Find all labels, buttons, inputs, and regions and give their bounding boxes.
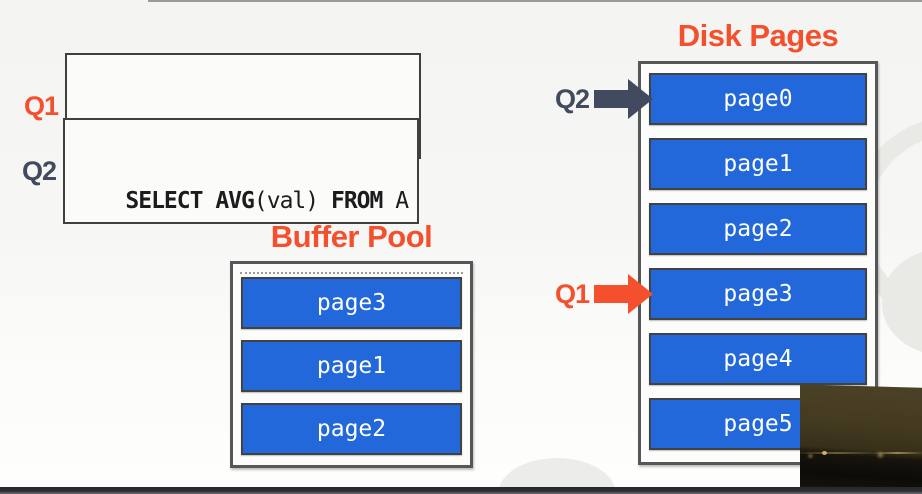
webcam-video-overlay xyxy=(800,384,922,494)
page-label: page1 xyxy=(316,353,387,379)
disk-pages-list: page0 page1 page2 page3 page4 page5 xyxy=(641,64,875,462)
disk-page-box: page2 xyxy=(649,203,867,255)
page-label: page3 xyxy=(316,290,387,316)
page-label: page2 xyxy=(316,416,387,442)
buffer-pool-title: Buffer Pool xyxy=(270,219,433,254)
query-label-q2: Q2 xyxy=(21,155,57,186)
disk-page-box: page0 xyxy=(649,73,867,125)
q1-arrow-to-page3: Q1 xyxy=(552,272,654,316)
sql-text-segment: AVG xyxy=(215,188,255,214)
page-label: page4 xyxy=(723,346,793,372)
sql-text-segment: SELECT xyxy=(125,188,216,214)
buffer-page-box: page3 xyxy=(241,277,462,329)
page-label: page3 xyxy=(723,281,793,307)
slide-top-border xyxy=(148,0,922,2)
query-row-q2: Q2 SELECT AVG(val) FROM A xyxy=(18,118,420,224)
sql-text-segment: A xyxy=(382,188,409,214)
buffer-pool-container: page3 page1 page2 xyxy=(230,261,473,468)
arrow-label-q1: Q1 xyxy=(554,278,590,309)
page-label: page1 xyxy=(723,151,793,177)
right-block-arrow-icon xyxy=(594,274,653,314)
buffer-page-box: page1 xyxy=(241,340,462,392)
page-label: page0 xyxy=(723,86,793,112)
buffer-page-box: page2 xyxy=(241,403,462,455)
query-label-q1: Q1 xyxy=(23,90,59,121)
q2-arrow-to-page0: Q2 xyxy=(552,77,654,121)
arrow-label-q2: Q2 xyxy=(554,83,590,114)
sql-text-segment: FROM xyxy=(330,188,383,214)
page-label: page2 xyxy=(723,216,793,242)
disk-page-box: page1 xyxy=(649,138,867,190)
slide-bottom-border xyxy=(0,487,922,494)
sql-code-box-q2: SELECT AVG(val) FROM A xyxy=(63,118,420,224)
disk-pages-title: Disk Pages xyxy=(677,18,839,53)
page-label: page5 xyxy=(723,411,793,437)
sql-text-segment: (val) xyxy=(253,188,331,214)
right-block-arrow-icon xyxy=(594,79,653,119)
buffer-frame-dashed-slot xyxy=(240,272,463,274)
buffer-pool-frames: page3 page1 page2 xyxy=(233,264,470,465)
disk-page-box: page3 xyxy=(649,268,867,320)
disk-page-box: page4 xyxy=(649,333,867,385)
